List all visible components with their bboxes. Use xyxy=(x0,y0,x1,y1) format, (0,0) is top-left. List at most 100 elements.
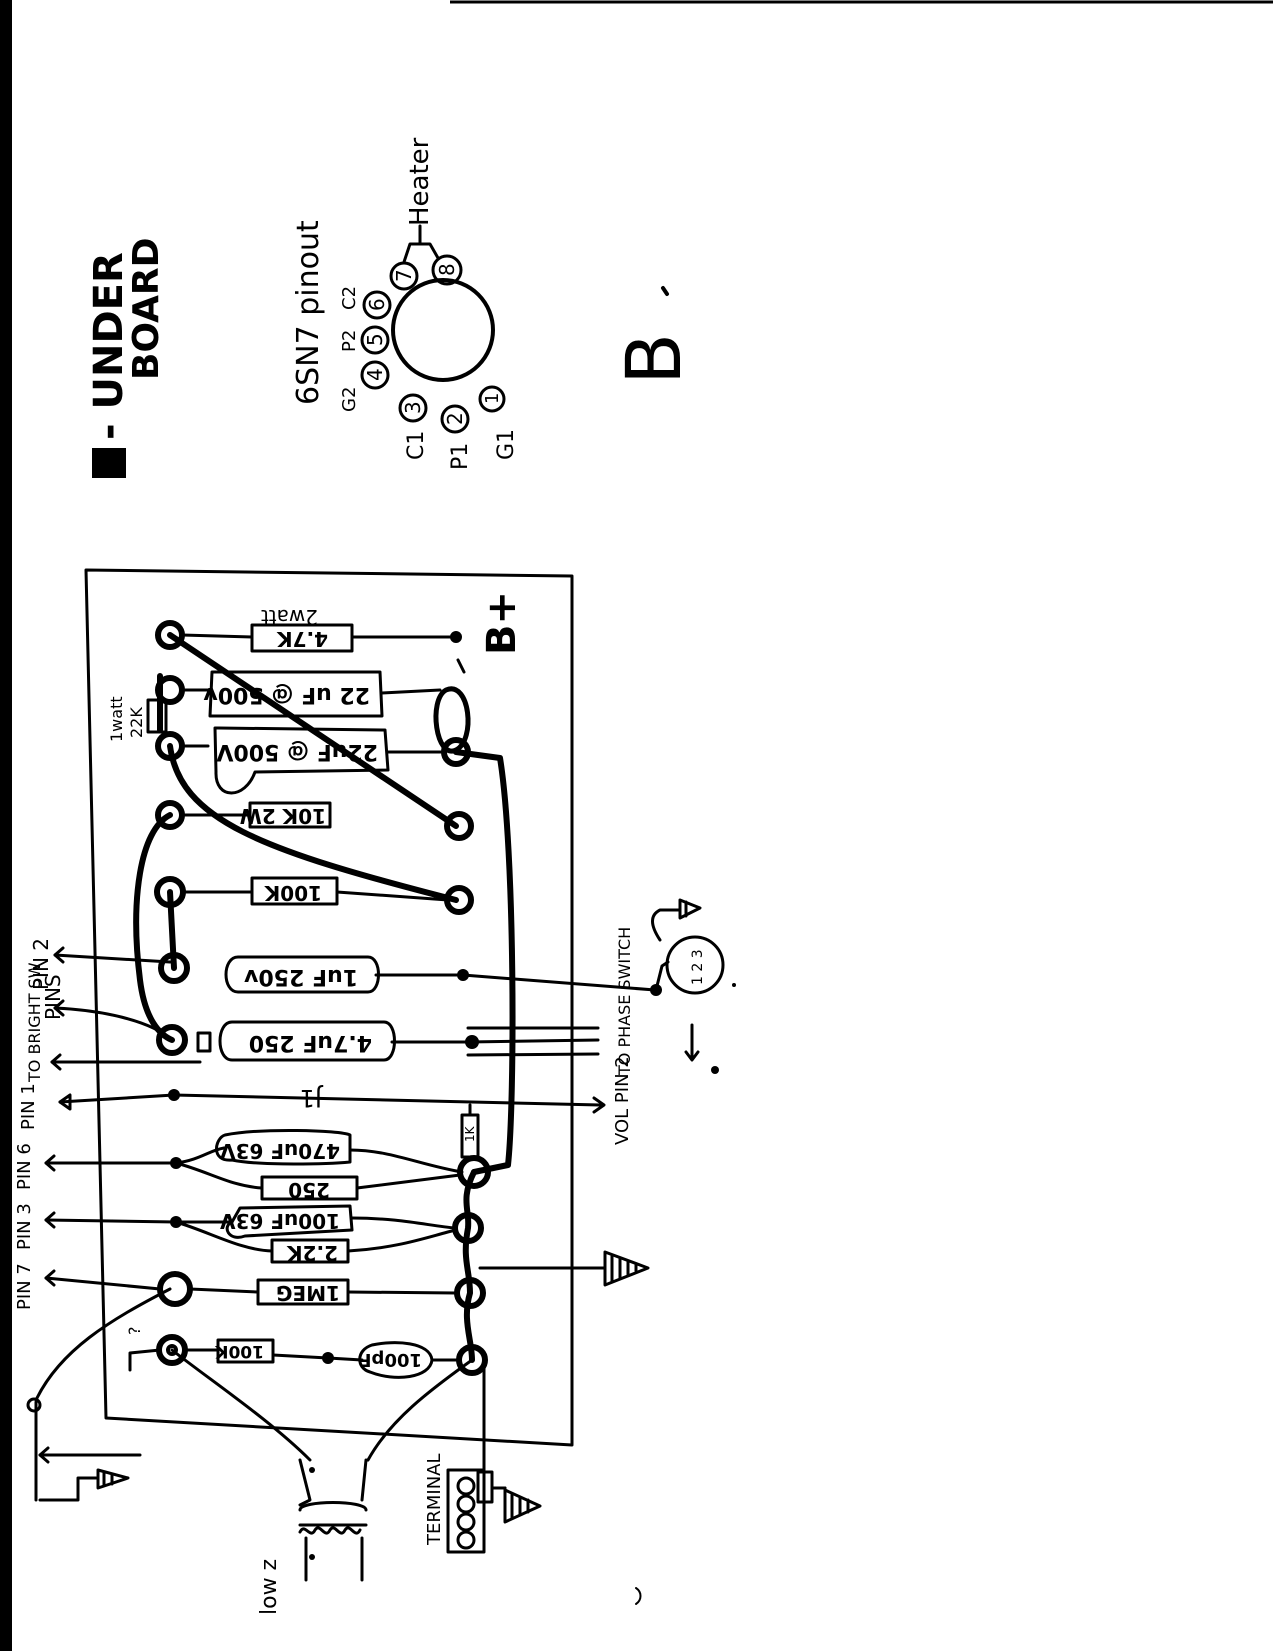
lug-L7 xyxy=(156,1024,188,1056)
capacitor-100uf-value: 100uF 63V xyxy=(220,1209,340,1233)
resistor-4k7-rating: 2watt xyxy=(261,605,318,629)
ground-left xyxy=(34,1400,130,1502)
pin-8-circle xyxy=(431,254,463,286)
title-line2: BOARD xyxy=(126,237,167,380)
low-z-label: low z xyxy=(257,1559,282,1615)
pin5-label: PINS xyxy=(41,974,65,1020)
resistor-4k7: 4.7K 2watt xyxy=(180,605,454,653)
bplus-label: B+ xyxy=(479,591,525,655)
scan-speck-2 xyxy=(635,1587,642,1605)
capacitor-1uf: 1uF 250v xyxy=(224,955,462,994)
capacitor-4u7: 4.7uF 250 xyxy=(196,1020,470,1062)
transformer-wires xyxy=(128,1348,474,1462)
resistor-100k-b: 100K xyxy=(182,1338,334,1364)
capacitor-470uf-value: 470uF 63V xyxy=(220,1139,340,1163)
lug-R2 xyxy=(444,811,474,841)
lug-L8 xyxy=(157,1271,193,1307)
board-outline xyxy=(84,568,574,1447)
bplus-node xyxy=(450,631,462,643)
vol-pin2-label: VOL PIN 2 xyxy=(612,1056,633,1145)
bright-sw-label: TO BRIGHT SW xyxy=(25,962,44,1083)
resistor-100k: 100K xyxy=(180,876,450,906)
pin-5-circle xyxy=(360,325,390,355)
pin-3-label: C1 xyxy=(404,431,429,460)
pin-1-label: G1 xyxy=(494,429,519,460)
resistor-2k2-value: 2.2K xyxy=(286,1241,338,1265)
resistor-22k-rating: 1watt xyxy=(107,696,126,742)
tube-pinout: 6SN7 pinout 1 G1 2 P1 3 C1 4 G2 5 P2 6 C… xyxy=(291,137,519,470)
vol-wire xyxy=(592,1096,606,1114)
heater-leader xyxy=(402,224,440,264)
pin-2-num: 2 xyxy=(443,412,467,425)
pin3-label: PIN 3 xyxy=(14,1203,35,1250)
capacitor-470uf: 470uF 63V xyxy=(174,1129,464,1174)
pin-3-num: 3 xyxy=(401,401,425,414)
capacitor-100pf-value: 100pF xyxy=(359,1349,422,1370)
resistor-1meg: 1MEG xyxy=(188,1278,458,1306)
pin-8-num: 8 xyxy=(435,263,459,276)
phase-switch-label: TO PHASE SWITCH xyxy=(615,927,634,1076)
pot-numbers: 1 2 3 xyxy=(690,949,706,985)
pin-3-circle xyxy=(398,393,428,423)
pin-6-label: C2 xyxy=(339,286,360,310)
capacitor-100uf: 100uF 63V xyxy=(174,1204,457,1239)
terminal-strip xyxy=(446,1358,507,1554)
title-line1: - UNDER xyxy=(86,252,132,440)
resistor-4k7-value: 4.7K xyxy=(276,627,328,651)
resistor-250: 250 xyxy=(174,1161,462,1202)
tube-socket xyxy=(391,278,495,382)
letter-tick xyxy=(661,286,669,296)
input-jack xyxy=(26,1287,172,1464)
pin-4-num: 4 xyxy=(363,368,387,381)
title-square xyxy=(92,448,126,478)
question-label: ? xyxy=(125,1327,144,1336)
scan-left-edge xyxy=(0,0,12,1651)
capacitor-100pf: 100pF xyxy=(326,1341,460,1379)
title-block: - UNDER BOARD xyxy=(86,237,167,478)
pin-2-circle xyxy=(440,404,470,434)
terminal-label: TERMINAL xyxy=(424,1453,445,1546)
resistor-250-value: 250 xyxy=(288,1178,330,1202)
capacitor-4u7-value: 4.7uF 250 xyxy=(249,1030,372,1055)
resistor-10k-value: 10K 2W xyxy=(240,804,326,828)
wire-j1: J1 xyxy=(58,1084,602,1112)
pin6-label: PIN 6 xyxy=(14,1143,35,1190)
scan-speck-1 xyxy=(732,983,736,987)
pin-1-circle xyxy=(478,385,506,413)
pin-2-label: P1 xyxy=(448,443,473,470)
pin-1-num: 1 xyxy=(482,393,503,404)
left-lug-column xyxy=(154,620,193,1366)
pin-4-label: G2 xyxy=(339,387,360,412)
transformer xyxy=(298,1458,368,1582)
ground-terminal xyxy=(503,1486,542,1524)
resistor-1meg-value: 1MEG xyxy=(276,1281,340,1305)
resistor-22k: 22K 1watt xyxy=(107,696,168,742)
bplus-tick xyxy=(456,658,466,674)
resistor-100k-value: 100K xyxy=(263,881,322,905)
pin1-label: PIN 1 xyxy=(18,1083,39,1130)
ground-board xyxy=(478,1250,650,1287)
pinout-title: 6SN7 pinout xyxy=(291,220,326,405)
pin-6-num: 6 xyxy=(365,298,389,311)
left-arrows xyxy=(44,946,202,1291)
resistor-1k-value: 1K xyxy=(463,1125,477,1142)
resistor-22k-value: 22K xyxy=(127,707,146,738)
resistor-1k: 1K xyxy=(460,1103,480,1159)
resistor-2k2: 2.2K xyxy=(174,1220,458,1265)
resistor-100k-b-value: 100K xyxy=(215,1341,264,1361)
pin2-label: PIN 2 xyxy=(29,938,53,990)
capacitor-22uf-b-value: 22uF @ 500V xyxy=(216,739,378,764)
pin-5-num: 5 xyxy=(363,333,387,346)
phase-switch-wires xyxy=(466,1023,719,1074)
wire-j1-label: J1 xyxy=(300,1084,324,1112)
pot: 1 2 3 xyxy=(461,898,725,996)
capacitor-22uf-b: 22uF @ 500V xyxy=(180,726,446,795)
capacitor-1uf-value: 1uF 250v xyxy=(243,964,358,989)
pin-4-circle xyxy=(360,360,390,390)
heater-label: Heater xyxy=(405,137,435,226)
pin7-label: PIN 7 xyxy=(14,1263,35,1310)
pin-5-label: P2 xyxy=(339,330,360,352)
pin-6-circle xyxy=(362,290,392,320)
capacitor-22uf-a-value: 22 uF @ 500v xyxy=(203,682,370,707)
